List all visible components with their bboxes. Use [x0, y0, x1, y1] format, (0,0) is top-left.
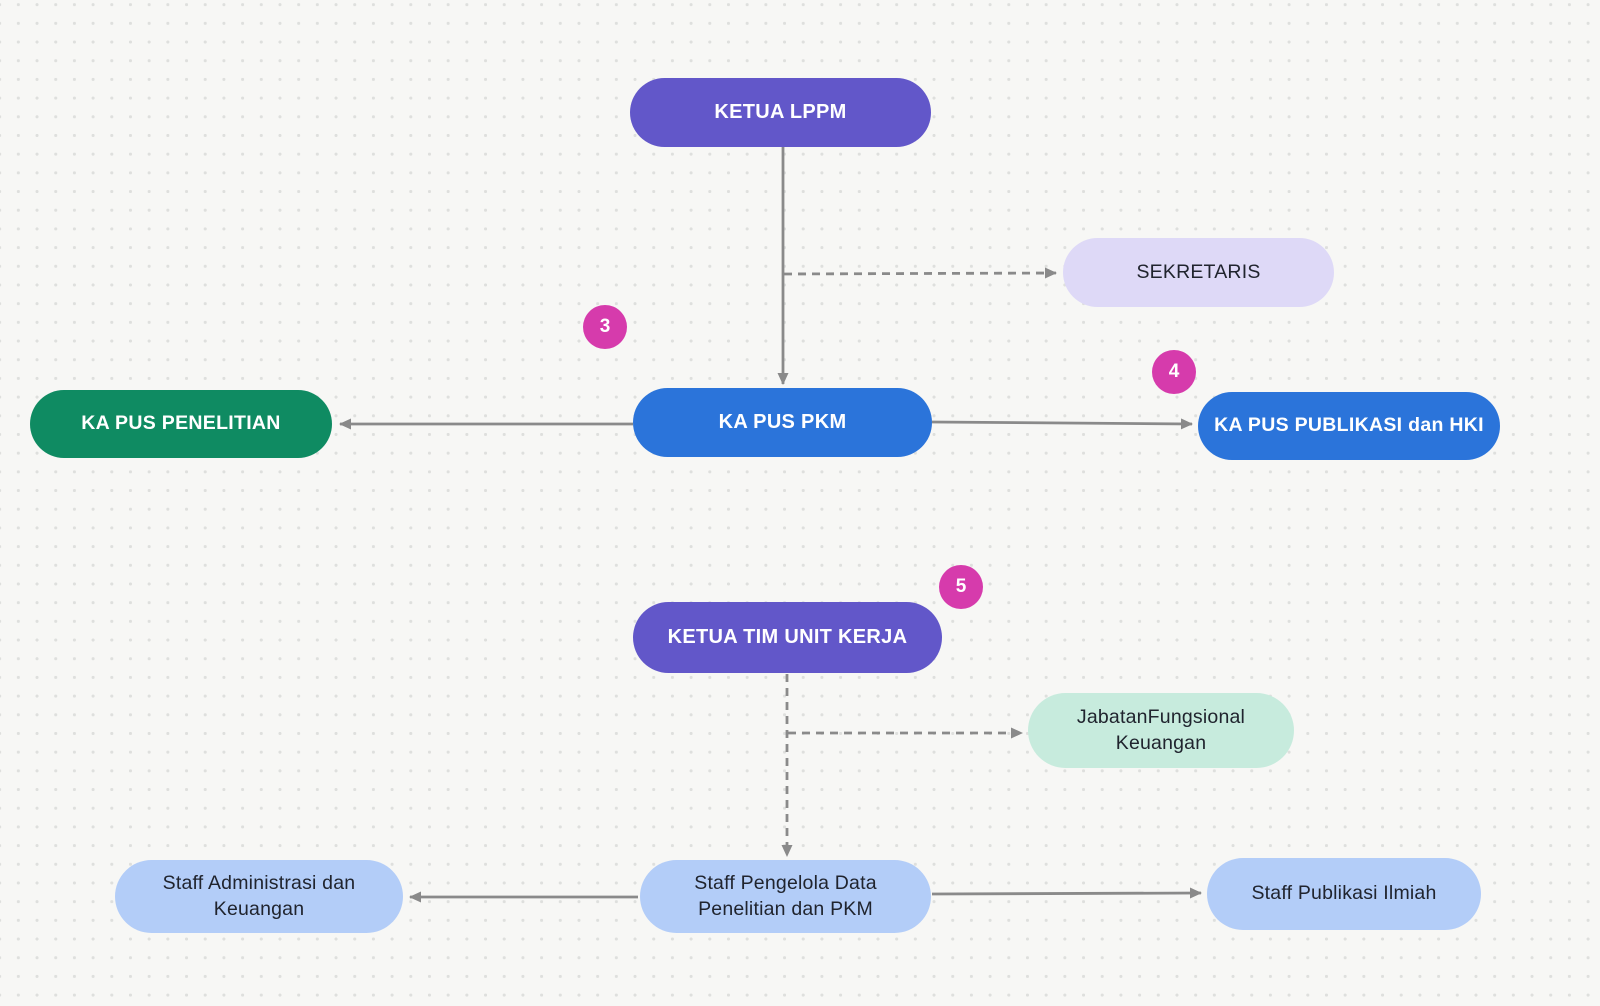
node-ka-pus-penelitian[interactable]: KA PUS PENELITIAN: [30, 390, 332, 458]
node-ketua-tim-unit-kerja[interactable]: KETUA TIM UNIT KERJA: [633, 602, 942, 673]
node-staff-publikasi-ilmiah[interactable]: Staff Publikasi Ilmiah: [1207, 858, 1481, 930]
step-badge-5[interactable]: 5: [939, 565, 983, 609]
node-ketua-lppm[interactable]: KETUA LPPM: [630, 78, 931, 147]
node-ka-pus-pkm[interactable]: KA PUS PKM: [633, 388, 932, 457]
node-jabatan-fungsional-keuangan[interactable]: JabatanFungsional Keuangan: [1028, 693, 1294, 768]
node-staff-administrasi-keuangan[interactable]: Staff Administrasi dan Keuangan: [115, 860, 403, 933]
step-badge-3[interactable]: 3: [583, 305, 627, 349]
node-ka-pus-publikasi-hki[interactable]: KA PUS PUBLIKASI dan HKI: [1198, 392, 1500, 460]
node-staff-pengelola-data[interactable]: Staff Pengelola Data Penelitian dan PKM: [640, 860, 931, 933]
node-sekretaris[interactable]: SEKRETARIS: [1063, 238, 1334, 307]
step-badge-4[interactable]: 4: [1152, 350, 1196, 394]
